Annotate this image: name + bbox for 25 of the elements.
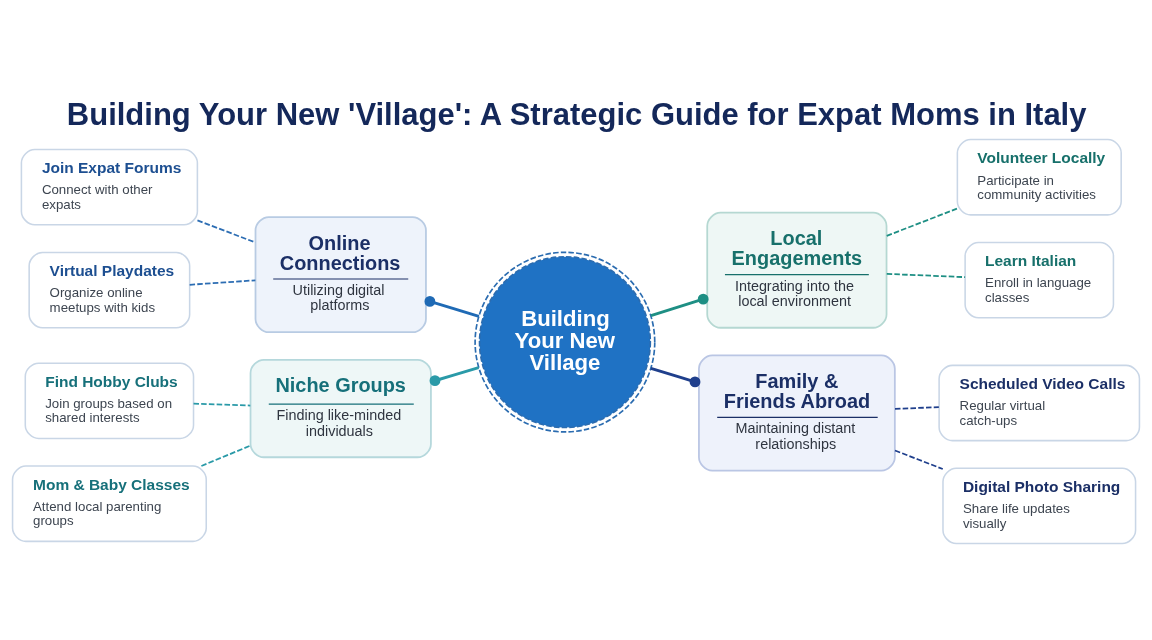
- node-box: Niche Groups Finding like-minded individuals: [249, 358, 432, 459]
- node-box: Family & Friends Abroad Maintaining distant relationships: [698, 354, 896, 472]
- node-box: Local Engagements Integrating into the local environment: [706, 211, 888, 329]
- connector: [424, 296, 480, 318]
- node-box: Learn Italian Enroll in language classes: [964, 241, 1115, 319]
- connector: [192, 402, 252, 407]
- node-box: Online Connections Utilizing digital platforms: [254, 216, 427, 334]
- node-box: Volunteer Locally Participate in community activities: [956, 138, 1122, 216]
- connector: [200, 444, 252, 467]
- node-box: Scheduled Video Calls Regular virtual catch-ups: [938, 364, 1141, 442]
- node-box: Join Expat Forums Connect with other expats: [20, 148, 199, 226]
- node-box: Virtual Playdates Organize online meetups with kids: [28, 251, 191, 329]
- connector: [885, 207, 959, 237]
- node-circle: Building Your New Village: [474, 251, 656, 433]
- connector: [650, 293, 709, 317]
- node-box: Find Hobby Clubs Join groups based on shared interests: [24, 362, 195, 440]
- connector: [188, 279, 257, 286]
- connector: [429, 366, 480, 387]
- connector: [885, 273, 966, 278]
- node-box: Mom & Baby Classes Attend local parenting groups: [11, 465, 208, 543]
- connector: [894, 406, 940, 410]
- connector: [650, 366, 701, 388]
- diagram-title: Building Your New 'Village': A Strategic Guide for Expat Moms in Italy: [66, 96, 1087, 132]
- node-box: Digital Photo Sharing Share life updates visually: [942, 467, 1137, 545]
- connector: [894, 449, 944, 470]
